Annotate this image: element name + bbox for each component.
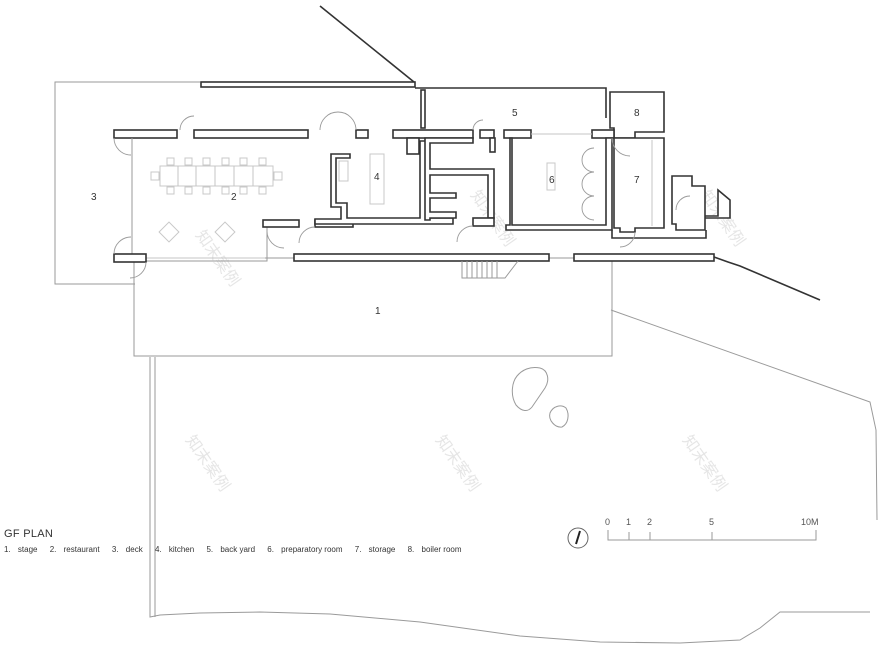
scale-bar: 0 1 2 5 10M <box>605 517 819 541</box>
watermark: 知末案例 <box>182 431 234 494</box>
legend-num: 1. <box>4 545 11 554</box>
legend-item: 1. stage <box>4 545 42 554</box>
room-label-preparatory-room: 6 <box>549 175 555 186</box>
wall <box>392 129 474 139</box>
diagonal-wall <box>319 5 415 83</box>
room-label-back-yard: 5 <box>512 108 518 119</box>
room-label-restaurant: 2 <box>231 192 237 203</box>
scale-tick-label: 2 <box>647 517 652 527</box>
room-label-storage: 7 <box>634 175 640 186</box>
stairs <box>461 260 519 279</box>
legend-item: 3. deck <box>112 545 148 554</box>
site-boundary <box>149 309 878 644</box>
south-wall <box>293 253 550 262</box>
legend-item: 8. boiler room <box>408 545 467 554</box>
legend-num: 4. <box>154 545 162 554</box>
drawing-title: GF PLAN <box>4 528 54 540</box>
wall <box>489 137 496 153</box>
room-label-stage: 1 <box>375 306 381 317</box>
legend-num: 7. <box>354 545 362 554</box>
legend-label: deck <box>125 545 143 554</box>
stove <box>338 160 349 182</box>
doors <box>113 111 691 279</box>
watermark: 知末案例 <box>679 431 731 494</box>
wall <box>406 137 420 155</box>
wall <box>113 129 178 139</box>
wall <box>479 129 495 139</box>
legend-label: back yard <box>220 545 256 554</box>
wall <box>193 129 309 139</box>
legend-num: 3. <box>111 545 119 554</box>
east-annex <box>671 175 731 231</box>
back-yard-wall <box>415 87 607 118</box>
legend-label: restaurant <box>63 545 100 554</box>
room-label-kitchen: 4 <box>374 172 380 183</box>
wall <box>503 129 532 139</box>
wall <box>113 253 147 263</box>
legend-num: 2. <box>49 545 57 554</box>
wall <box>262 219 300 228</box>
stage-outline <box>133 257 613 357</box>
legend-items: 1. stage 2. restaurant 3. deck 4. kitche… <box>4 545 472 554</box>
legend-num: 6. <box>267 545 274 554</box>
room-label-deck: 3 <box>91 192 97 203</box>
legend: GF PLAN 1. stage 2. restaurant 3. deck 4… <box>4 528 472 554</box>
deck-outline <box>54 81 200 285</box>
legend-label: preparatory room <box>281 545 343 554</box>
legend-label: storage <box>368 545 396 554</box>
scale-tick-label: 1 <box>626 517 631 527</box>
backyard-partition <box>420 89 426 129</box>
prep-room-walls <box>505 137 613 231</box>
north-wall <box>200 81 416 88</box>
wall <box>591 129 615 139</box>
wall <box>472 217 495 227</box>
wall <box>355 129 369 139</box>
south-wall <box>573 253 715 262</box>
watermark: 知末案例 <box>432 431 484 494</box>
legend-item: 7. storage <box>355 545 401 554</box>
restaurant-furniture <box>150 157 283 243</box>
scale-tick-label: 0 <box>605 517 610 527</box>
legend-label: stage <box>17 545 38 554</box>
kitchen-island <box>369 153 385 205</box>
legend-item: 6. preparatory room <box>267 545 347 554</box>
north-arrow-icon <box>567 527 589 549</box>
prep-table <box>546 162 556 191</box>
legend-item: 5. back yard <box>206 545 260 554</box>
legend-item: 4. kitchen <box>155 545 199 554</box>
legend-label: kitchen <box>168 545 195 554</box>
room-label-boiler-room: 8 <box>634 108 640 119</box>
legend-num: 5. <box>206 545 214 554</box>
legend-item: 2. restaurant <box>50 545 105 554</box>
legend-num: 8. <box>407 545 415 554</box>
scale-tick-label: 5 <box>709 517 714 527</box>
scale-tick-label: 10M <box>801 517 819 527</box>
legend-label: boiler room <box>421 545 462 554</box>
restroom-walls <box>424 137 495 221</box>
